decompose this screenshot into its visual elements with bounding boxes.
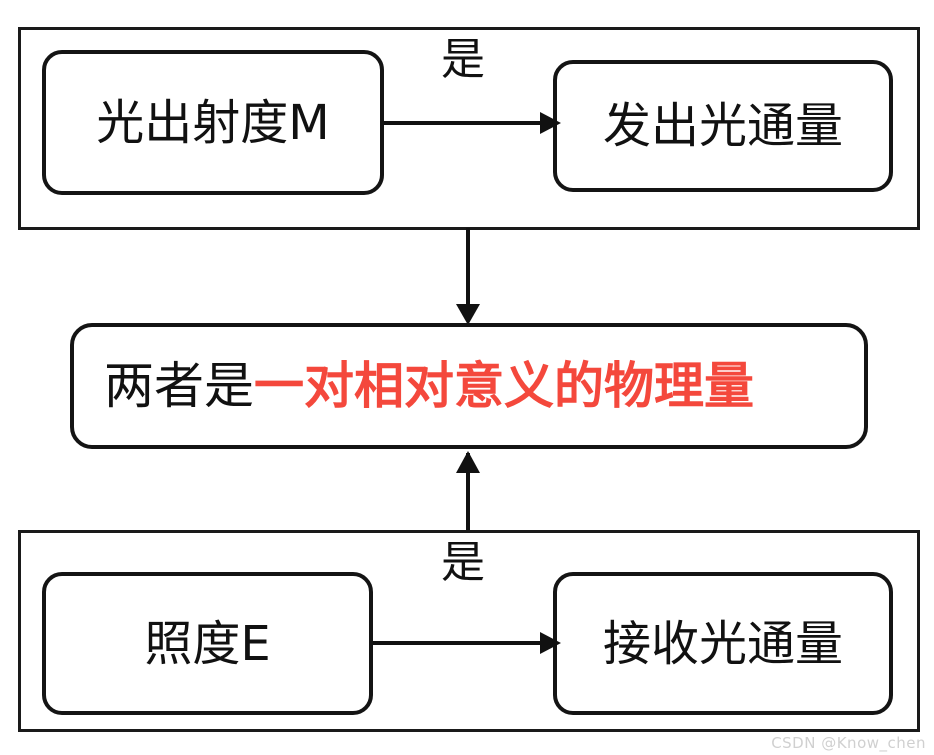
arrow-top-group-to-statement xyxy=(456,228,480,325)
arrow-exitance-to-emitted-flux xyxy=(384,112,561,134)
watermark-text: CSDN @Know_chen xyxy=(771,734,926,752)
statement-text: 两者是一对相对意义的物理量 xyxy=(104,361,754,411)
statement-accent-part: 一对相对意义的物理量 xyxy=(254,357,754,415)
node-received-flux[interactable]: 接收光通量 xyxy=(553,572,893,715)
node-received-flux-label: 接收光通量 xyxy=(602,615,843,672)
arrow-bottom-group-to-statement xyxy=(456,451,480,531)
statement-plain-part: 两者是 xyxy=(104,357,254,415)
node-emitted-flux-label: 发出光通量 xyxy=(602,98,843,154)
edge-label-top-relation: 是 xyxy=(441,34,485,85)
node-illuminance[interactable]: 照度E xyxy=(42,572,373,715)
edge-label-bottom-relation: 是 xyxy=(441,537,485,588)
node-illuminance-label: 照度E xyxy=(144,615,271,672)
node-luminous-exitance-label: 光出射度M xyxy=(96,94,330,151)
node-luminous-exitance[interactable]: 光出射度M xyxy=(42,50,384,195)
statement-box[interactable]: 两者是一对相对意义的物理量 xyxy=(70,323,868,449)
arrow-illuminance-to-received-flux xyxy=(373,632,561,654)
node-emitted-flux[interactable]: 发出光通量 xyxy=(553,60,893,192)
